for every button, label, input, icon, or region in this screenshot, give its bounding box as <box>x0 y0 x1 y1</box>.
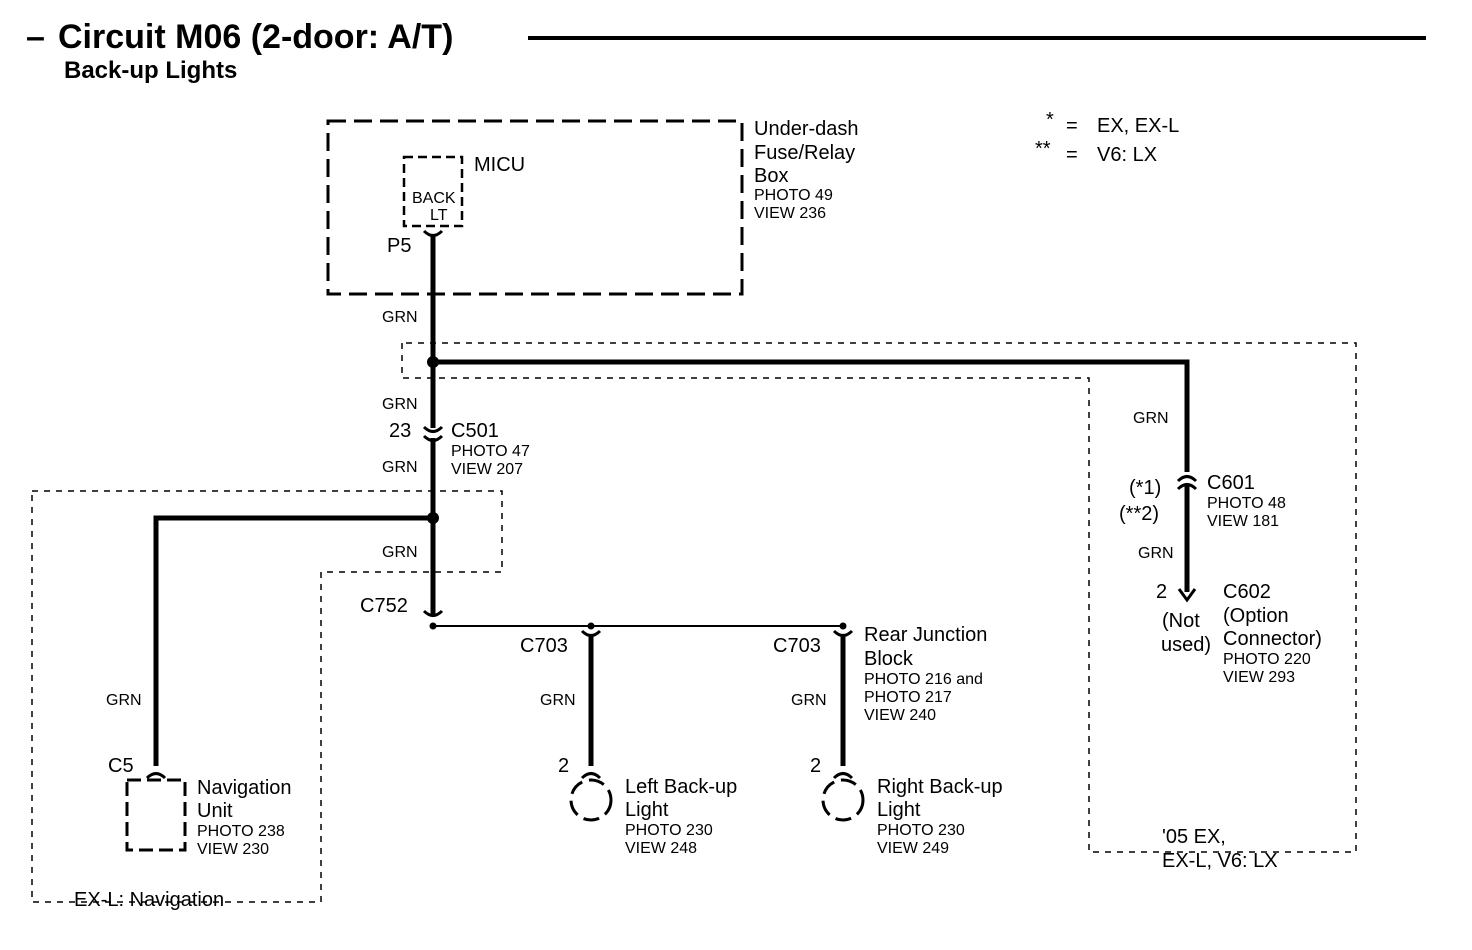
c501-pin: 23 <box>389 420 411 442</box>
c602-view: VIEW 293 <box>1223 669 1295 686</box>
back-lt-fuse <box>402 155 464 228</box>
wire-color-label: GRN <box>382 309 418 326</box>
c703-left-label: C703 <box>520 635 568 657</box>
pin-p5: P5 <box>387 235 411 257</box>
wire-color-label: GRN <box>791 692 827 709</box>
c601-photo: PHOTO 48 <box>1207 495 1286 512</box>
right-light-line-1: Right Back-up <box>877 776 1003 798</box>
navigation-unit-box <box>125 778 187 852</box>
wire-color-label: GRN <box>382 544 418 561</box>
c752-connector-symbol <box>422 609 444 617</box>
nav-unit-line-1: Navigation <box>197 777 292 799</box>
right-light-pin: 2 <box>810 755 821 777</box>
c601-name: C601 <box>1207 472 1255 494</box>
legend-star1-symbol: * <box>1046 109 1054 131</box>
fuse-box-view: VIEW 236 <box>754 205 826 222</box>
right-region-label-2: EX-L, V6: LX <box>1162 850 1278 872</box>
page-subtitle: Back-up Lights <box>64 57 237 84</box>
c602-line-2: (Option <box>1223 605 1289 627</box>
legend-star1-value: EX, EX-L <box>1097 115 1179 137</box>
c601-view: VIEW 181 <box>1207 513 1279 530</box>
rear-junction-line-1: Rear Junction <box>864 624 987 646</box>
fuse-label-1: BACK <box>412 190 456 207</box>
c5-connector-symbol <box>145 772 167 780</box>
c501-photo: PHOTO 47 <box>451 443 530 460</box>
c703-right-connector-symbol <box>832 629 854 637</box>
c602-note-1: (Not <box>1162 610 1200 632</box>
c602-pin: 2 <box>1156 581 1167 603</box>
c601-pin-2: (**2) <box>1119 503 1159 525</box>
c501-name: C501 <box>451 420 499 442</box>
c703-left-connector-symbol <box>580 629 602 637</box>
rear-junction-line-2: Block <box>864 648 914 670</box>
wire-color-label: GRN <box>1133 410 1169 427</box>
nav-unit-photo: PHOTO 238 <box>197 823 285 840</box>
c601-pin-1: (*1) <box>1129 477 1161 499</box>
left-light-photo: PHOTO 230 <box>625 822 713 839</box>
c602-note-2: used) <box>1161 634 1211 656</box>
legend-star1-equals: = <box>1066 115 1078 137</box>
c5-label: C5 <box>108 755 134 777</box>
fuse-box-title-1: Under-dash <box>754 118 859 140</box>
left-light-line-2: Light <box>625 799 669 821</box>
navigation-region-label: EX-L: Navigation <box>74 889 224 911</box>
bus-node-right <box>839 622 847 630</box>
fuse-box-title-3: Box <box>754 165 788 187</box>
left-backup-light-bulb <box>569 778 613 822</box>
fuse-relay-box: Under-dash Fuse/Relay Box PHOTO 49 VIEW … <box>326 118 859 296</box>
nav-unit-view: VIEW 230 <box>197 841 269 858</box>
right-light-photo: PHOTO 230 <box>877 822 965 839</box>
c602-line-3: Connector) <box>1223 628 1322 650</box>
page-title: Circuit M06 (2-door: A/T) <box>58 18 453 56</box>
right-region-outline <box>401 342 1357 853</box>
c602-photo: PHOTO 220 <box>1223 651 1311 668</box>
legend-star2-value: V6: LX <box>1097 144 1157 166</box>
right-region-label-1: '05 EX, <box>1162 826 1226 848</box>
rear-junction-photo-1: PHOTO 216 and <box>864 671 983 688</box>
fuse-label-2: LT <box>430 207 448 224</box>
wire-right-branch <box>433 359 1190 472</box>
legend-star2-equals: = <box>1066 144 1078 166</box>
title-dash: – <box>26 18 45 56</box>
wire-color-label: GRN <box>540 692 576 709</box>
left-light-pin-symbol <box>580 772 602 780</box>
c752-label: C752 <box>360 595 408 617</box>
wire-color-label: GRN <box>382 396 418 413</box>
wire-color-label: GRN <box>106 692 142 709</box>
bus-node-left <box>587 622 595 630</box>
connector-c601 <box>1176 475 1198 491</box>
right-light-pin-symbol <box>832 772 854 780</box>
wire-color-label: GRN <box>382 459 418 476</box>
right-light-view: VIEW 249 <box>877 840 949 857</box>
c602-name: C602 <box>1223 581 1271 603</box>
micu-label: MICU <box>474 154 525 176</box>
right-light-line-2: Light <box>877 799 921 821</box>
left-light-view: VIEW 248 <box>625 840 697 857</box>
navigation-region-outline <box>31 490 503 903</box>
left-light-line-1: Left Back-up <box>625 776 737 798</box>
connector-c501 <box>422 425 444 442</box>
nav-unit-line-2: Unit <box>197 800 233 822</box>
c501-view: VIEW 207 <box>451 461 523 478</box>
c703-right-label: C703 <box>773 635 821 657</box>
fuse-box-title-2: Fuse/Relay <box>754 142 855 164</box>
right-backup-light-bulb <box>821 778 865 822</box>
rear-junction-view: VIEW 240 <box>864 707 936 724</box>
wire-nav-branch <box>153 515 433 766</box>
p5-connector-symbol <box>422 229 444 237</box>
legend-star2-symbol: ** <box>1035 138 1051 160</box>
legend: * = EX, EX-L ** = V6: LX <box>1035 109 1179 166</box>
rear-junction-photo-2: PHOTO 217 <box>864 689 952 706</box>
fuse-box-outline <box>326 119 744 296</box>
left-light-pin: 2 <box>558 755 569 777</box>
c602-arrow <box>1177 588 1197 603</box>
fuse-box-photo: PHOTO 49 <box>754 187 833 204</box>
wire-color-label: GRN <box>1138 545 1174 562</box>
